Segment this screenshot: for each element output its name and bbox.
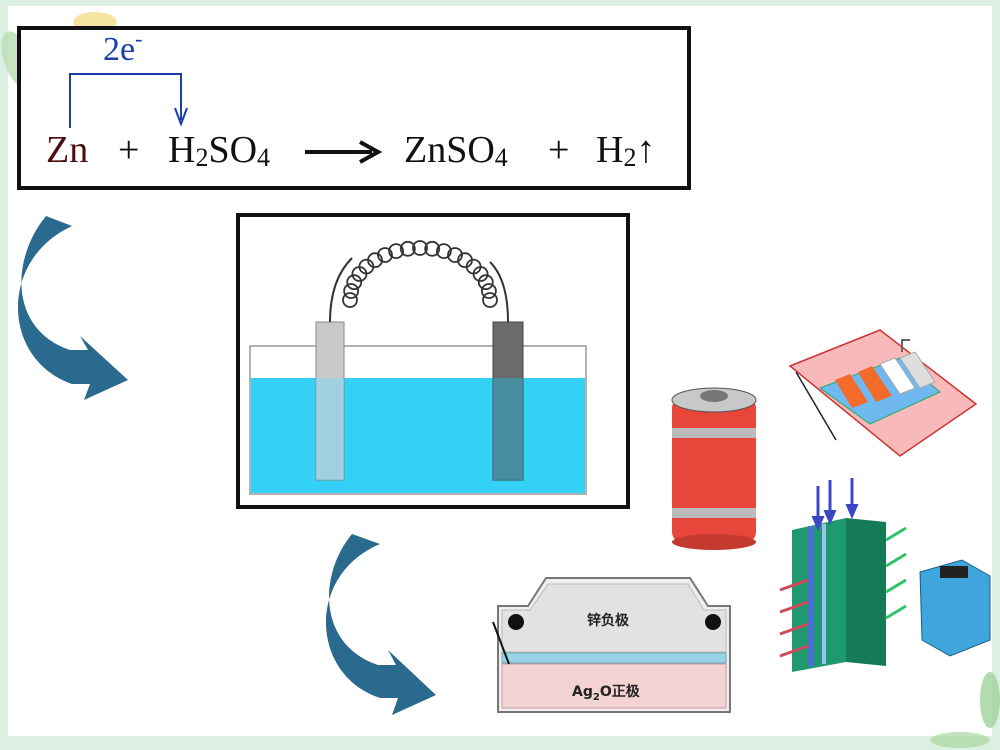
connecting-wire [329, 257, 353, 323]
wire-coil-loop [424, 240, 441, 257]
wire-coil-loop [367, 252, 383, 269]
wire-coil-loop [342, 292, 358, 308]
wire-coil-loop [412, 240, 428, 256]
curved-arrow-icon [325, 534, 436, 715]
plus-sign: + [118, 129, 140, 171]
wire-coil-loop [482, 292, 498, 308]
wire-coil-loop [435, 243, 452, 260]
wire-coil-loop [388, 243, 405, 260]
curved-arrow-icon [17, 216, 128, 400]
wire-coil-loop [480, 283, 497, 299]
wire-coil-loop [477, 274, 494, 291]
wire-coil-loop [377, 247, 393, 263]
reactant-zn: Zn [46, 129, 89, 171]
wire-coil-loop [346, 274, 363, 291]
product-h2: H2↑ [596, 129, 656, 172]
wire-coil-loop [343, 283, 360, 299]
positive-electrode-label: Ag2O正极 [572, 684, 640, 703]
negative-electrode-label: 锌负极 [587, 613, 629, 629]
wire-coil-loop [447, 247, 463, 263]
electrolyte-solution [251, 378, 585, 493]
electron-count-label: 2e- [103, 26, 143, 68]
wire-coil-loop [472, 266, 489, 282]
reaction-equation-box [17, 26, 691, 190]
wire-coil-loop [399, 240, 416, 257]
product-znso4: ZnSO4 [404, 129, 508, 172]
plus-sign: + [548, 129, 570, 171]
reactant-h2so4: H2SO4 [168, 129, 271, 172]
